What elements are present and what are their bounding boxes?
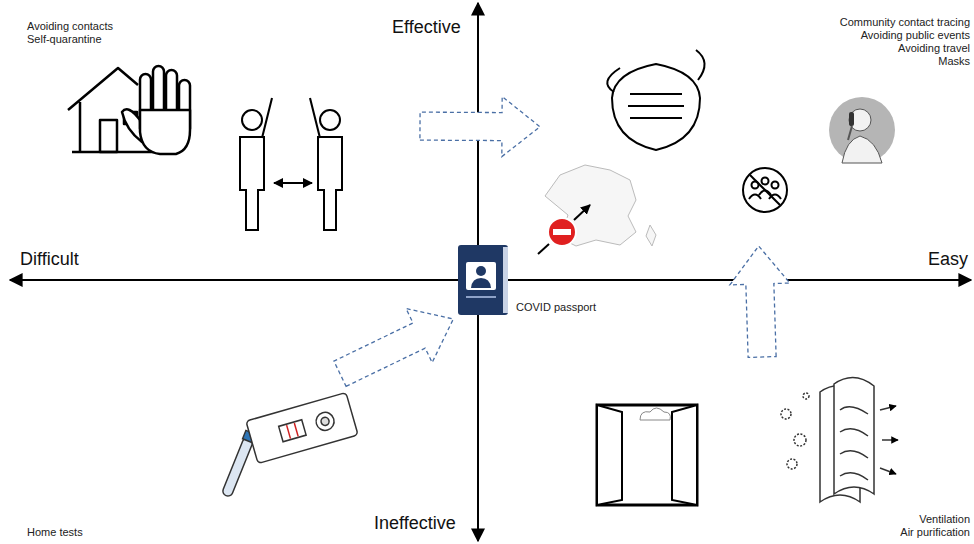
house-hand-icon: [68, 66, 190, 154]
mask-icon: [607, 50, 704, 150]
axis-label: Difficult: [20, 248, 79, 270]
quadrant-group: Home tests: [20, 360, 340, 542]
contact-tracing-icon: [829, 97, 895, 163]
measure-text: Avoiding public events: [861, 29, 970, 42]
window-icon: [597, 405, 697, 505]
air-purifier-icon: [781, 377, 898, 502]
quadrant-group: Community contact tracingAvoiding public…: [540, 10, 970, 246]
axis-label: Effective: [392, 16, 461, 38]
passport-group: COVID passport: [452, 243, 612, 319]
quadrant-group: VentilationAir purification: [560, 357, 970, 542]
measure-text: Avoiding travel: [898, 42, 970, 55]
passport-icon: [458, 245, 508, 315]
quadrant-group: Avoiding contactsSelf-quarantine: [20, 14, 420, 236]
measure-text: Community contact tracing: [840, 16, 970, 29]
measure-text: Avoiding contacts: [27, 20, 113, 33]
measure-text: Masks: [938, 55, 970, 68]
distancing-icon: [240, 98, 342, 230]
axis-label: Ineffective: [374, 512, 456, 534]
travel-ban-icon: [538, 165, 656, 254]
dashed-block-arrow: [730, 246, 790, 357]
measure-text: Self-quarantine: [27, 33, 102, 46]
measure-text: Home tests: [27, 526, 83, 539]
no-gathering-icon: [743, 168, 787, 212]
test-kit-icon: [220, 393, 358, 498]
axis-label: Easy: [928, 248, 968, 270]
measure-text: COVID passport: [516, 301, 596, 314]
measure-text: Air purification: [900, 526, 970, 539]
dashed-block-arrow: [334, 309, 453, 387]
measure-text: Ventilation: [919, 513, 970, 526]
dashed-block-arrow: [420, 97, 540, 157]
